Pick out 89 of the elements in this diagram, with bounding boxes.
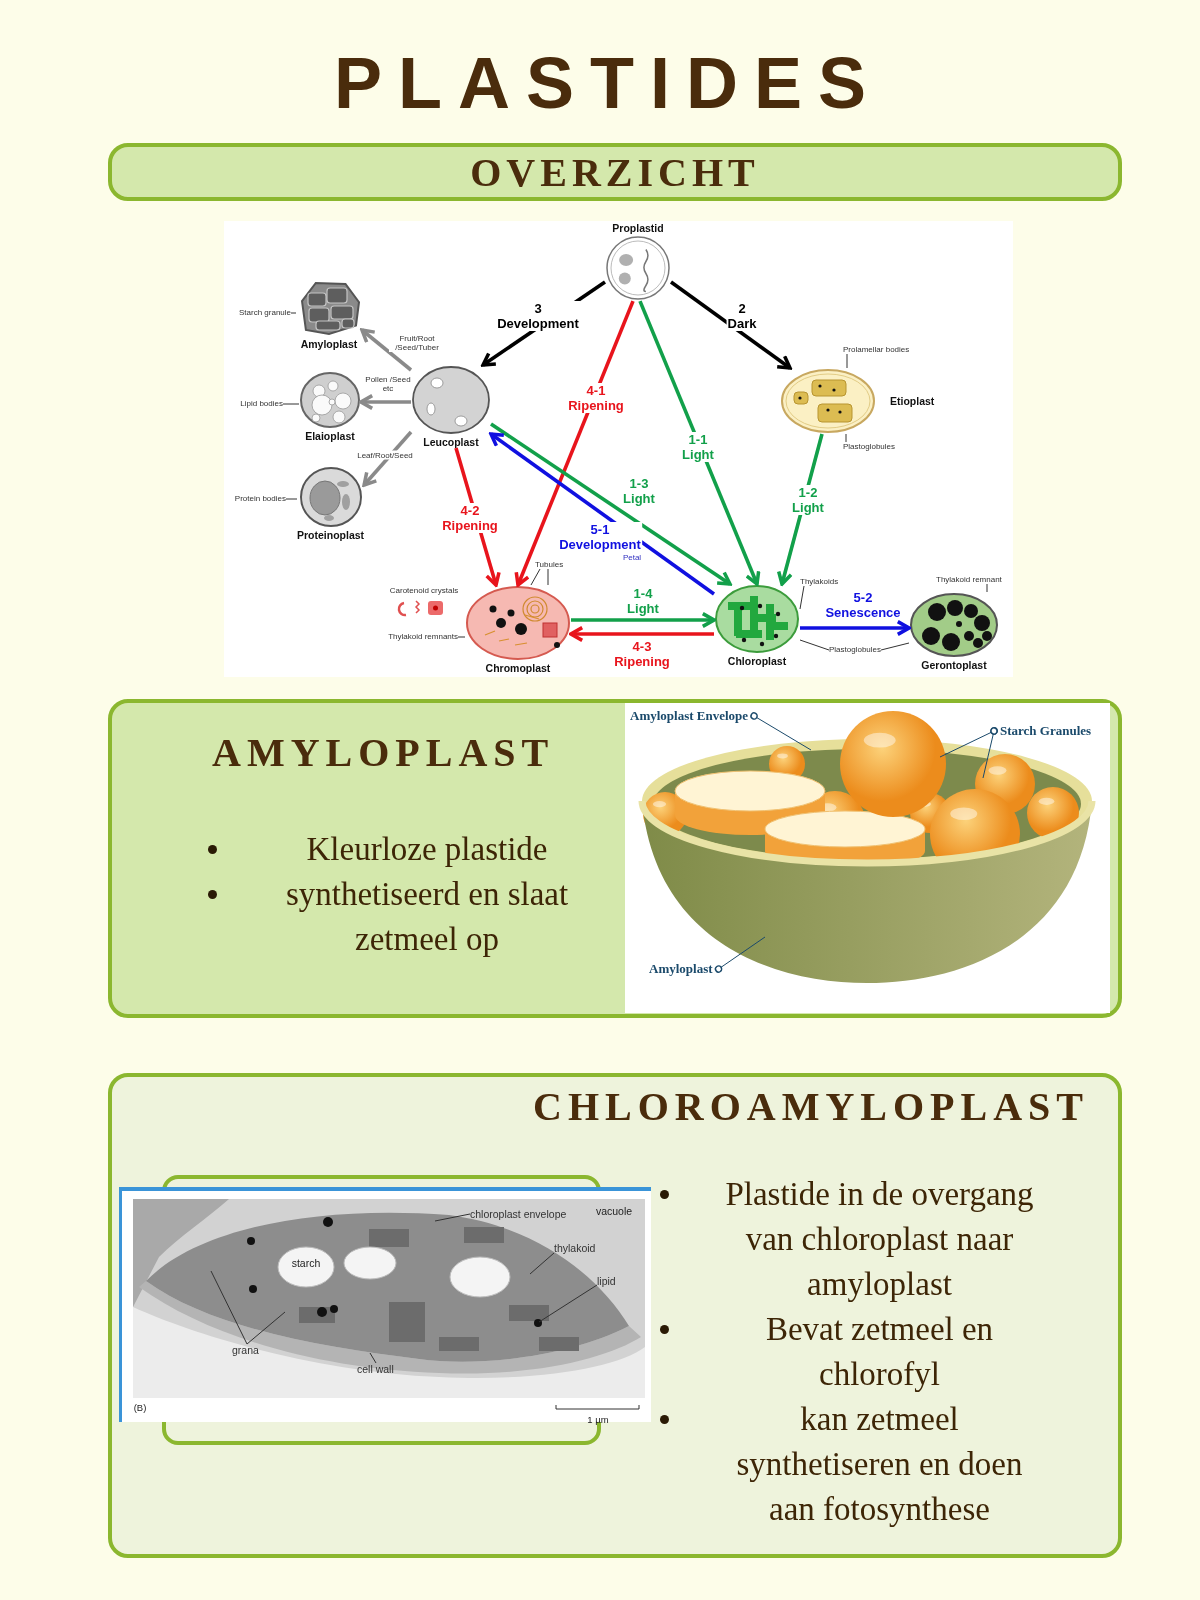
arrow	[569, 625, 714, 643]
edge-label: 1-3 Light	[622, 476, 656, 506]
leader-line	[750, 712, 812, 751]
leader-line	[799, 639, 830, 651]
callout-label: thylakoid	[554, 1242, 596, 1254]
leader-line	[529, 1252, 555, 1275]
bullet-text: kan zetmeel synthetiseren en doen aan fotosynthese	[735, 1400, 1024, 1529]
edge-label: 1-1 Light	[681, 432, 715, 462]
arrow-note: Petal	[622, 552, 642, 562]
section-banner	[108, 143, 1122, 201]
callout-label: chloroplast envelope	[470, 1208, 567, 1220]
edge-label: Pollen /Seed etc	[364, 375, 412, 393]
edge-label: 5-1 Development	[558, 522, 642, 552]
info-panel	[108, 1073, 1122, 1558]
part-label: vacuole	[595, 1205, 633, 1217]
callout-label: lipid	[597, 1275, 616, 1287]
part-label: starch	[291, 1257, 321, 1269]
leader-line	[285, 498, 298, 500]
leader-line	[530, 568, 541, 586]
leader-line	[880, 642, 910, 651]
callout-label: Thylakoids	[800, 577, 839, 586]
bullet-text: Plastide in de overgang van chloroplast naar amyloplast	[724, 1175, 1035, 1304]
edge-label: 4-2 Ripening	[441, 503, 499, 533]
arrow	[571, 611, 716, 629]
leader-line	[246, 1311, 286, 1345]
edge-label: 3 Development	[496, 301, 580, 331]
callout-label: cell wall	[357, 1363, 394, 1375]
plastid-name: Proplastid	[612, 222, 664, 235]
callout-label: Protein bodies	[234, 494, 286, 503]
plastid-name: Leucoplast	[423, 436, 479, 449]
leader-line	[434, 1213, 471, 1222]
leader-line	[982, 727, 998, 779]
plastid-name: Chromoplast	[485, 662, 551, 675]
edge-label: 5-2 Senescence	[824, 590, 902, 620]
callout-label: Thylakoid remnants	[388, 632, 458, 641]
leader-line	[457, 636, 466, 638]
edge-label: 1-4 Light	[626, 586, 660, 616]
arrow	[669, 280, 792, 370]
edge-label: 4-1 Ripening	[567, 383, 625, 413]
callout-label: Plastoglobules	[829, 645, 882, 654]
callout-label: grana	[232, 1344, 259, 1356]
leader-line	[282, 403, 300, 405]
leader-line	[714, 936, 766, 973]
callout-label: Lipid bodies	[240, 399, 283, 408]
callout-label: Thylakoid remnant	[936, 575, 1002, 584]
scale-label: 1 µm	[587, 1413, 609, 1425]
panel-heading: AMYLOPLAST	[212, 731, 555, 775]
bullet-text: synthetiseerd en slaat zetmeel op	[284, 875, 570, 959]
arrow	[362, 430, 413, 487]
panel-letter: (B)	[133, 1401, 147, 1413]
edge-label: 1-2 Light	[791, 485, 825, 515]
callout-label: Tubules	[535, 560, 564, 569]
callout-label: Starch Granules	[994, 723, 1092, 739]
arrow	[638, 300, 761, 586]
leader-line	[290, 312, 297, 314]
part-label: Carotenoid crystals	[389, 585, 459, 595]
edge-label: 2 Dark	[726, 301, 758, 331]
section-heading: OVERZICHT	[470, 148, 760, 196]
plastid-name: Gerontoplast	[921, 659, 987, 672]
edge-label: 4-3 Ripening	[613, 639, 671, 669]
leader-line	[547, 568, 549, 586]
page-title: PLASTIDES	[332, 44, 883, 124]
bullet-text: Kleurloze plastide	[305, 830, 549, 869]
arrow	[489, 432, 716, 596]
leader-line	[845, 433, 847, 443]
leader-line	[939, 727, 998, 758]
leader-line	[369, 1352, 377, 1364]
leader-line	[210, 1270, 248, 1345]
info-panel	[108, 699, 1122, 1018]
plastid-name: Proteinoplast	[297, 529, 365, 542]
panel-heading: CHLOROAMYLOPLAST	[533, 1085, 1090, 1129]
callout-label: Prolamellar bodies	[843, 345, 910, 354]
arrow	[514, 300, 635, 587]
arrow	[360, 328, 413, 372]
leader-line	[799, 585, 805, 610]
arrow	[490, 422, 732, 586]
callout-label: Amyloplast	[649, 961, 719, 977]
plastid-name: Chloroplast	[727, 655, 787, 668]
arrow	[800, 619, 911, 637]
plastid-name: Etioplast	[890, 394, 935, 408]
leader-line	[846, 353, 848, 369]
plastid-name: Elaioplast	[305, 430, 355, 443]
leader-line	[986, 583, 988, 593]
arrow	[359, 393, 411, 411]
callout-label: Starch granule	[238, 308, 291, 317]
leader-line	[538, 1284, 598, 1323]
callout-label: Plastoglobules	[843, 442, 896, 451]
callout-label: Amyloplast Envelope	[630, 708, 755, 724]
plastid-name: Amyloplast	[300, 338, 358, 351]
